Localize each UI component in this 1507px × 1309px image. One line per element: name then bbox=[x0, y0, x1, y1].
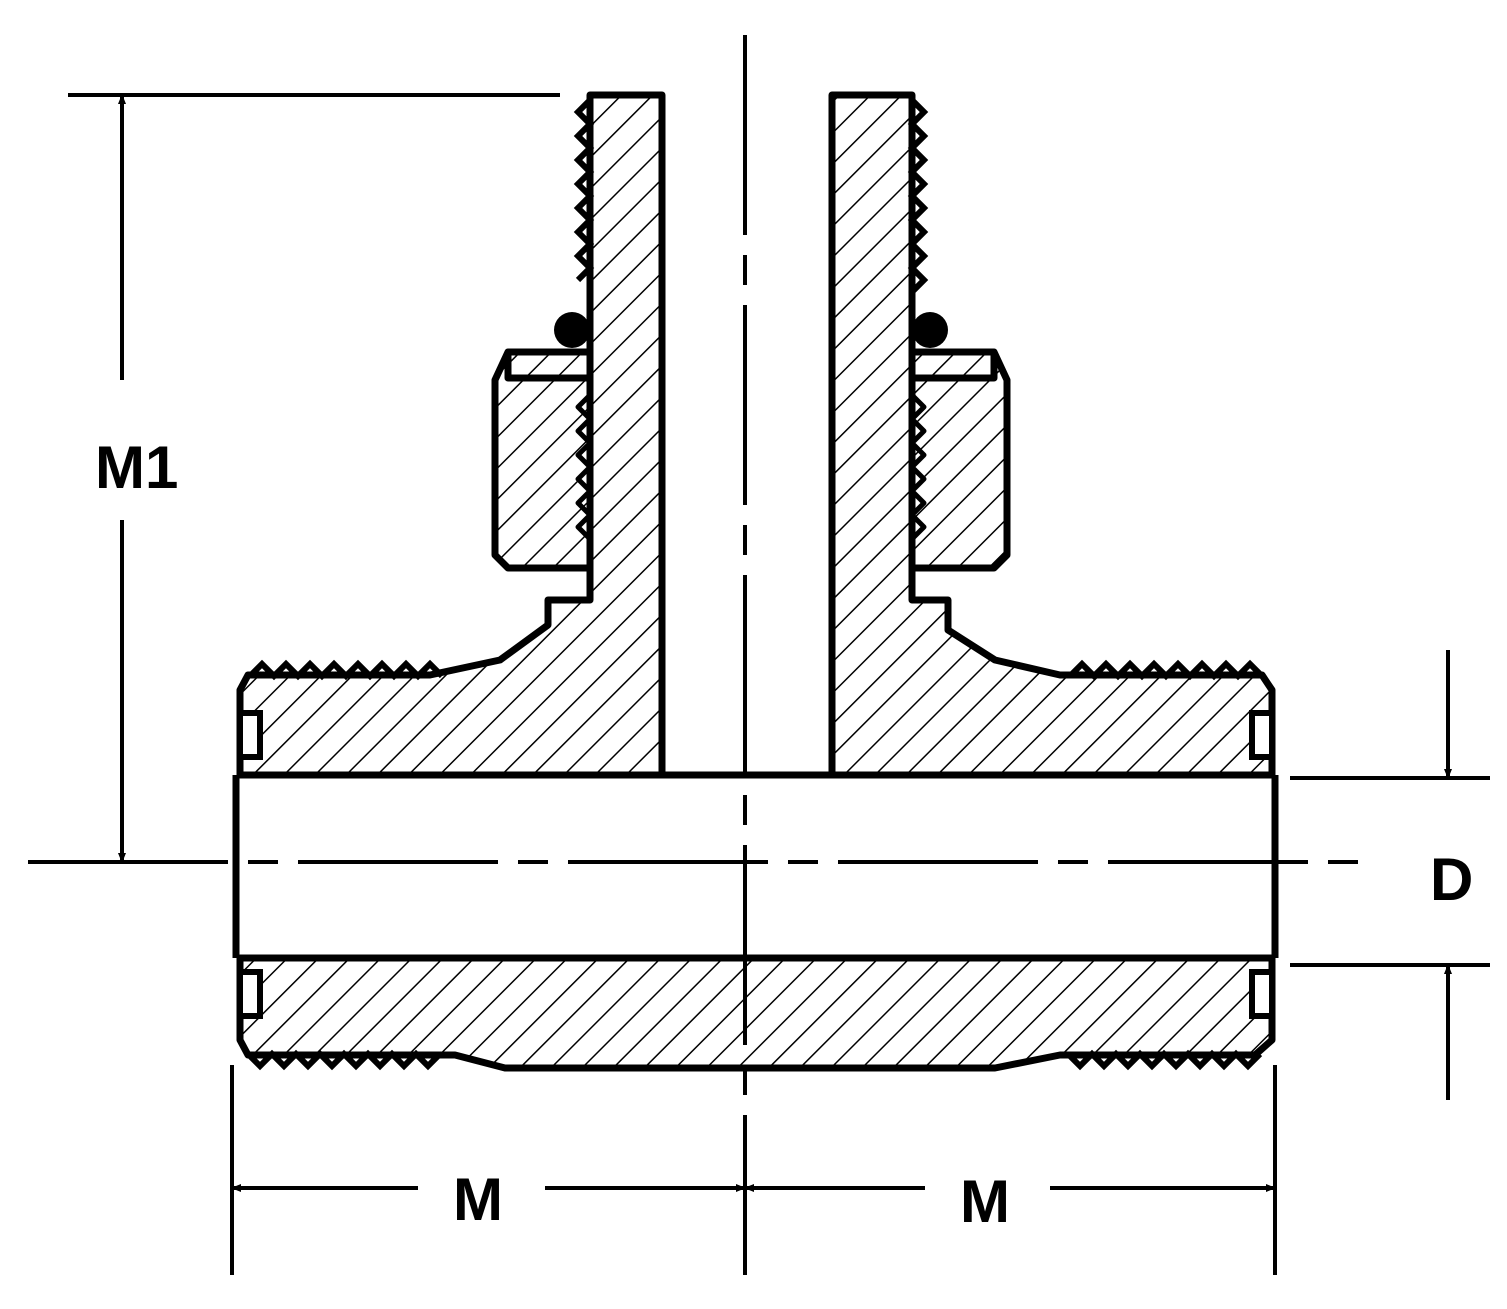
branch-thread-left bbox=[573, 97, 595, 283]
branch-wall-left bbox=[236, 91, 666, 779]
o-ring-left bbox=[554, 312, 590, 348]
centerlines bbox=[28, 35, 1370, 1275]
dimension-m bbox=[230, 1065, 1277, 1275]
run-bore bbox=[232, 771, 1279, 962]
run-thread-bottom-left bbox=[245, 1049, 443, 1071]
label-d: D bbox=[1430, 846, 1473, 913]
run-thread-top-left bbox=[247, 659, 445, 681]
dimension-d bbox=[1290, 650, 1490, 1100]
seal-grooves bbox=[237, 710, 1275, 1019]
branch-wall-right bbox=[828, 91, 1276, 779]
label-m-left: M bbox=[453, 1166, 503, 1233]
label-m1: M1 bbox=[95, 434, 178, 501]
run-thread-bottom-right bbox=[1065, 1049, 1263, 1071]
dimension-m1 bbox=[68, 93, 560, 863]
label-m-right: M bbox=[960, 1168, 1010, 1235]
compression-nut-left bbox=[491, 348, 594, 572]
branch-thread-right bbox=[907, 97, 929, 295]
o-ring-right bbox=[912, 312, 948, 348]
compression-nut-right bbox=[908, 348, 1011, 572]
fitting-body bbox=[236, 91, 1276, 1072]
run-thread-top-right bbox=[1067, 659, 1265, 681]
